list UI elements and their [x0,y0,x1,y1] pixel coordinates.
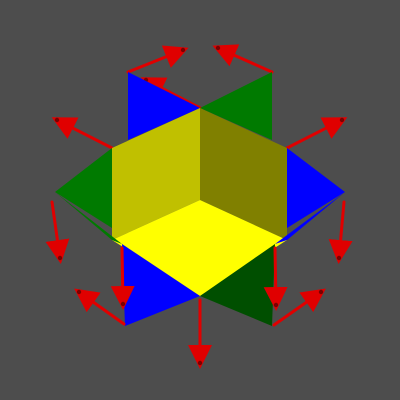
right-blue-face [287,148,345,228]
arrow-bottom-left-out-shaft [74,288,126,326]
arrow-top-left-right-shaft [126,45,189,74]
arrow-right-mid-down-tip [273,302,279,308]
arrow-right-mid-down-shaft [263,246,288,311]
center-left-yellow-face [112,108,200,240]
arrow-bottom-right-out-shaft [272,288,326,327]
arrow-bottom-left-out [74,288,126,326]
arrow-top-center-up-shaft [140,77,202,110]
arrow-left-up-shaft [51,117,114,150]
arrow-bottom-left-out-tip [76,289,82,295]
arrow-left-mid-down [110,246,135,310]
arrow-top-right-left [212,44,274,74]
arrow-top-right-left-shaft [212,44,274,74]
arrow-bottom-right-out [272,288,326,327]
arrow-top-left-right [126,45,189,74]
left-lower-green-sliver [55,192,122,244]
arrow-bottom-center-down-tip [197,360,203,366]
arrow-top-right-left-tip [215,45,221,51]
arrow-bottom-right-out-tip [318,289,324,295]
back-green-face [200,72,272,140]
arrow-left-down-shaft [45,200,70,264]
arrow-left-up-tip [54,117,60,123]
center-top-yellow-face [112,200,287,296]
arrow-right-mid-down [263,246,288,311]
center-right-yellow-face [200,108,287,240]
arrow-right-down [328,200,353,264]
arrow-left-mid-down-tip [120,301,126,307]
arrow-top-left-right-tip [180,47,186,53]
arrow-right-up-tip [339,117,345,123]
arrow-right-up [285,117,348,150]
back-blue-face [128,72,200,140]
left-green-face [55,148,112,228]
right-lower-blue-sliver [275,192,345,244]
arrow-right-up-shaft [285,117,348,150]
arrow-bottom-center-down [188,298,212,369]
arrow-left-down [45,200,70,264]
arrow-left-down-tip [57,255,63,261]
arrow-right-down-tip [336,255,342,261]
arrow-left-mid-down-shaft [110,246,135,310]
arrow-right-down-shaft [328,200,353,264]
bottom-left-blue-face [122,244,200,326]
arrow-left-up [51,117,114,150]
bottom-right-green-face [200,244,275,326]
